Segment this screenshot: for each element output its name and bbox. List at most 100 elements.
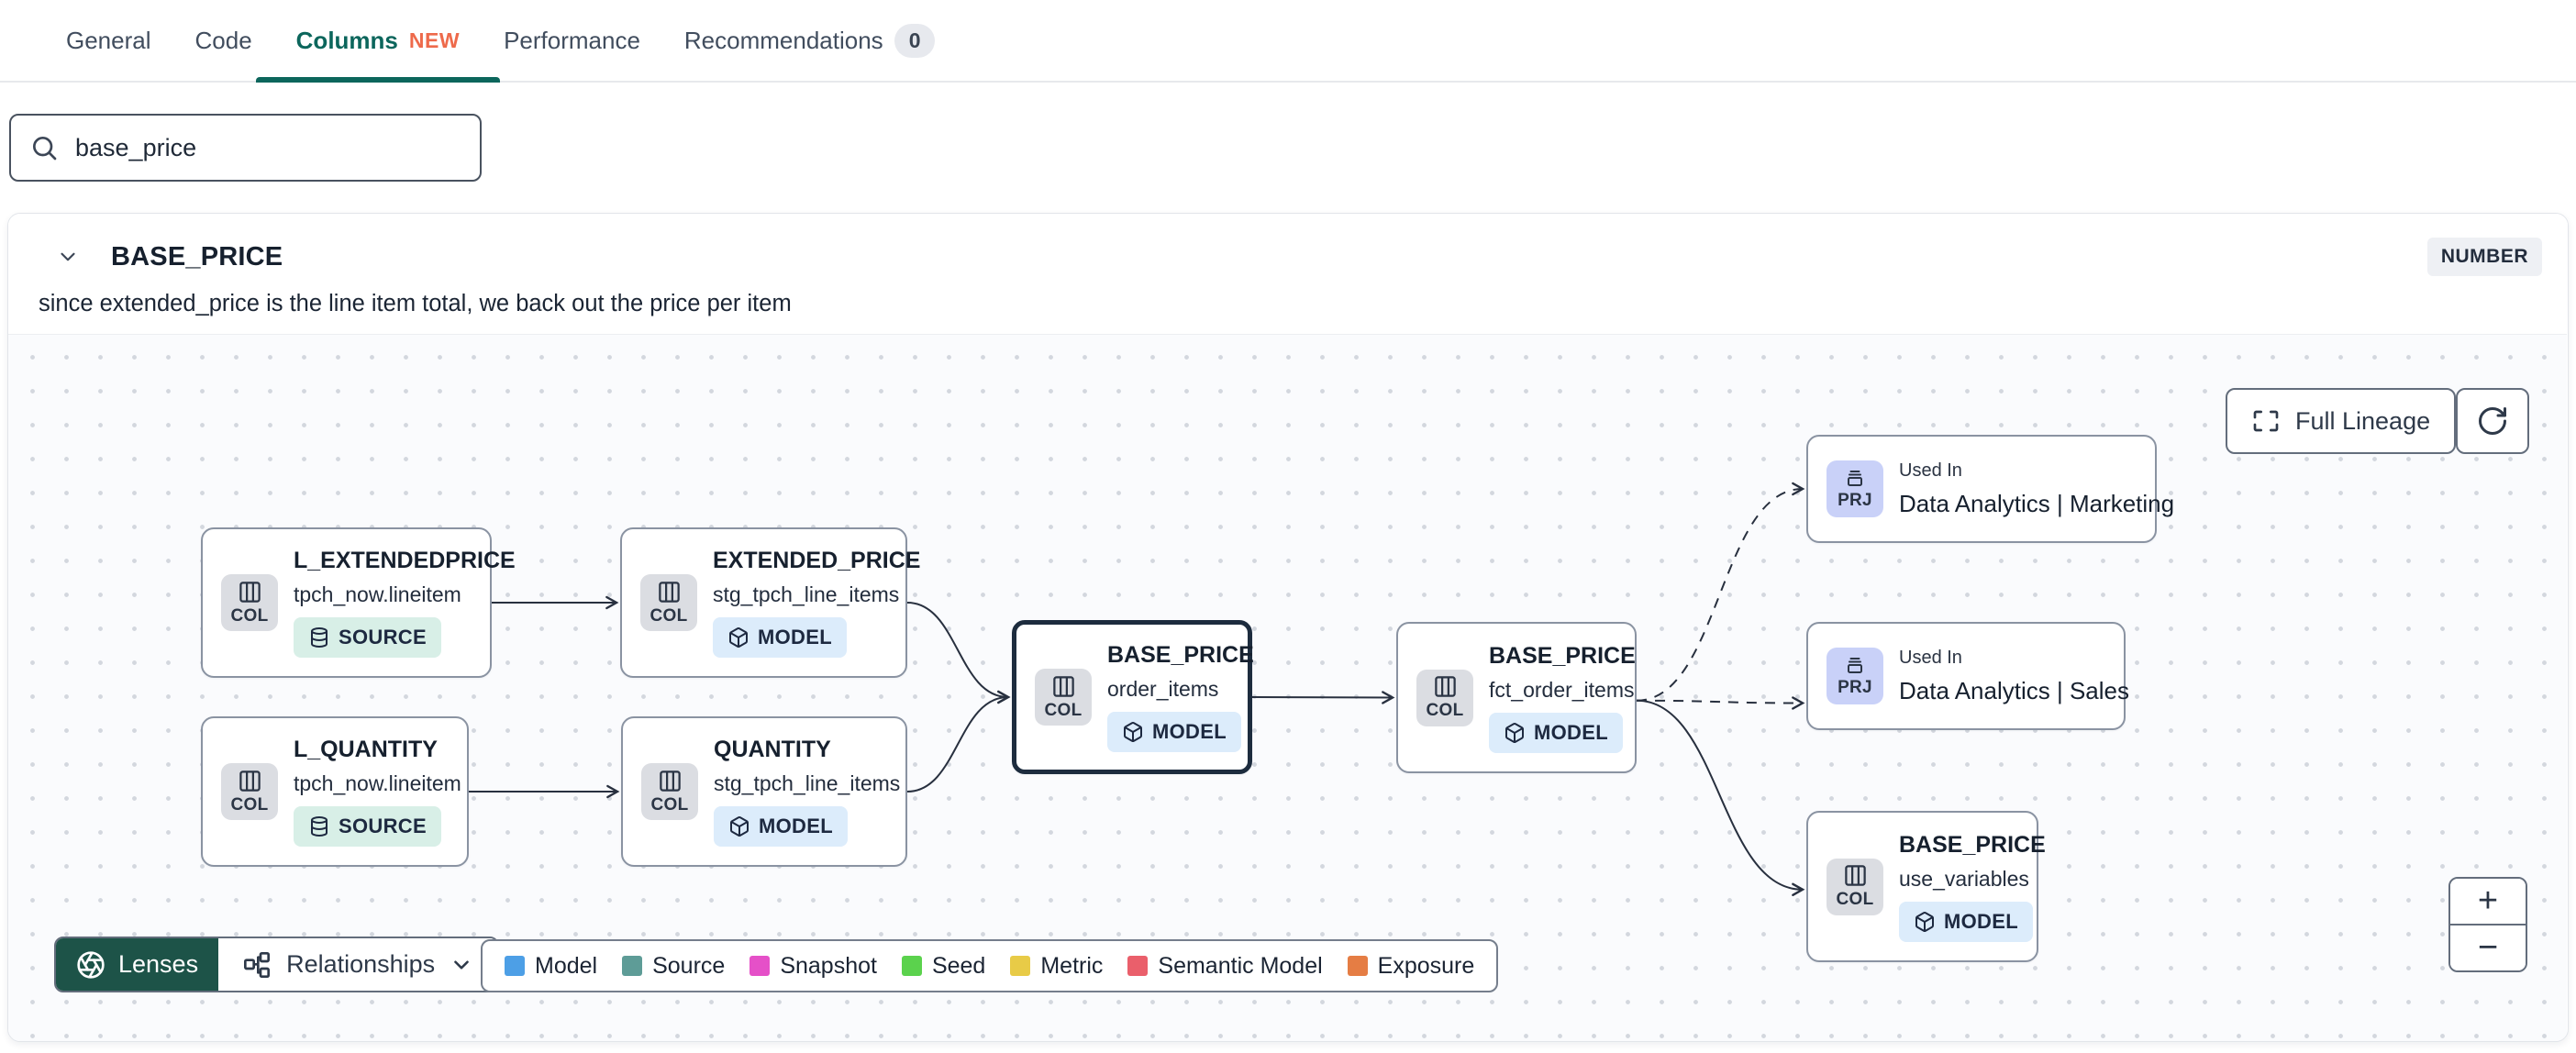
node-used-in-label: Used In	[1899, 460, 1962, 481]
tab-label: Code	[194, 26, 252, 54]
node-type-tag: MODEL	[713, 617, 847, 658]
node-type-tag-label: SOURCE	[339, 815, 427, 837]
node-type-tag: SOURCE	[294, 617, 441, 658]
column-icon: COL	[640, 574, 697, 631]
column-search-box[interactable]	[9, 114, 482, 182]
node-kind-label: COL	[650, 605, 688, 626]
legend-label: Exposure	[1377, 952, 1475, 979]
tab-performance[interactable]: Performance	[482, 0, 662, 81]
column-card-header: BASE_PRICE NUMBER since extended_price i…	[8, 214, 2568, 334]
legend-swatch	[1127, 956, 1149, 976]
node-model-name: fct_order_items	[1489, 677, 1635, 702]
tab-label: Performance	[504, 26, 640, 54]
node-model-name: tpch_now.lineitem	[294, 771, 461, 795]
lenses-label: Lenses	[118, 950, 199, 978]
column-name: BASE_PRICE	[111, 241, 283, 272]
lineage-edge	[906, 690, 1011, 793]
column-type-badge: NUMBER	[2426, 238, 2542, 276]
lenses-toolbar: Lenses Relationships	[54, 937, 500, 992]
node-column-name: EXTENDED_PRICE	[713, 548, 921, 573]
legend-label: Semantic Model	[1158, 952, 1323, 979]
node-type-tag: MODEL	[1489, 712, 1623, 753]
tab-label: General	[66, 26, 151, 54]
tab-general[interactable]: General	[44, 0, 173, 81]
tab-code[interactable]: Code	[173, 0, 274, 81]
lineage-node-data-analytics-marketing[interactable]: PRJ Used In Data Analytics | Marketing	[1806, 435, 2174, 543]
legend-label: Metric	[1040, 952, 1104, 979]
legend-swatch	[622, 956, 643, 976]
legend-item: Model	[505, 953, 597, 980]
node-model-name: stg_tpch_line_items	[713, 582, 900, 606]
legend-item: Snapshot	[749, 953, 877, 980]
node-type-tag-label: MODEL	[759, 815, 833, 837]
column-icon: COL	[221, 763, 278, 820]
zoom-in-button[interactable]: +	[2450, 879, 2526, 926]
legend-swatch	[1010, 956, 1031, 976]
legend-item: Semantic Model	[1127, 952, 1323, 980]
node-type-tag-label: MODEL	[1944, 909, 2018, 933]
node-column-name: BASE_PRICE	[1107, 642, 1254, 668]
column-details-panel: BASE_PRICE NUMBER since extended_price i…	[7, 213, 2569, 1042]
zoom-out-button[interactable]: −	[2450, 926, 2526, 970]
node-kind-label: COL	[230, 605, 269, 626]
node-model-name: order_items	[1107, 677, 1219, 701]
legend-label: Source	[652, 952, 726, 979]
node-type-tag: MODEL	[1899, 901, 2033, 942]
lineage-edge	[1636, 696, 1805, 710]
node-project-name: Data Analytics | Marketing	[1899, 489, 2175, 517]
node-kind-label: COL	[1044, 700, 1083, 720]
legend-item: Exposure	[1347, 952, 1475, 980]
legend-swatch	[749, 956, 771, 976]
hierarchy-icon	[244, 951, 271, 978]
refresh-lineage-button[interactable]	[2456, 388, 2529, 454]
node-column-name: BASE_PRICE	[1899, 831, 2046, 858]
node-project-name: Data Analytics | Sales	[1899, 676, 2129, 704]
node-model-name: use_variables	[1899, 866, 2029, 891]
aperture-icon	[77, 950, 105, 979]
lineage-edge	[1636, 699, 1805, 896]
node-kind-label: COL	[1426, 701, 1464, 720]
node-kind-label: PRJ	[1838, 678, 1872, 697]
tab-label: Columns	[295, 26, 398, 54]
legend-label: Model	[535, 952, 598, 979]
column-description: since extended_price is the line item to…	[39, 291, 792, 316]
legend-swatch	[505, 956, 525, 976]
node-kind-label: PRJ	[1838, 491, 1872, 510]
lenses-button[interactable]: Lenses	[56, 938, 219, 991]
chevron-down-icon[interactable]	[56, 245, 80, 269]
chevron-down-icon	[454, 959, 469, 970]
node-kind-label: COL	[650, 794, 689, 815]
legend-item: Source	[622, 953, 725, 980]
node-type-tag: SOURCE	[294, 806, 441, 847]
column-icon: COL	[641, 763, 698, 820]
node-kind-label: COL	[230, 794, 269, 815]
node-column-name: QUANTITY	[714, 737, 831, 762]
search-input[interactable]	[75, 133, 461, 162]
full-lineage-button[interactable]: Full Lineage	[2226, 388, 2457, 454]
legend-swatch	[1347, 956, 1368, 976]
relationships-dropdown[interactable]: Relationships	[218, 938, 498, 991]
lineage-edge	[906, 602, 1011, 704]
tab-label: Recommendations	[683, 26, 883, 54]
node-column-name: BASE_PRICE	[1489, 642, 1636, 669]
node-type-tag-label: SOURCE	[339, 626, 427, 648]
legend-item: Metric	[1010, 953, 1103, 980]
node-model-name: tpch_now.lineitem	[294, 582, 461, 606]
node-type-tag-label: MODEL	[1152, 720, 1227, 743]
project-icon: PRJ	[1827, 648, 1883, 704]
